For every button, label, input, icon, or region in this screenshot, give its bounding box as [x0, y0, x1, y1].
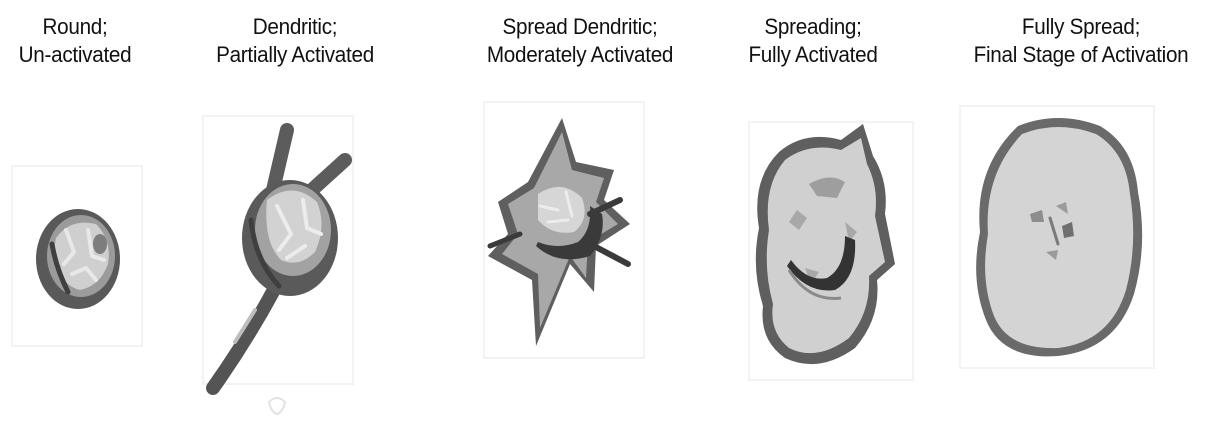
- fully-spread-platelet-illustration: [958, 104, 1158, 372]
- stage-dendritic-label-line2: Partially Activated: [192, 41, 399, 69]
- stage-fully-spread-label: Fully Spread; Final Stage of Activation: [958, 13, 1204, 69]
- stage-round-label-line1: Round;: [5, 13, 146, 41]
- spreading-platelet-illustration: [745, 118, 920, 384]
- stage-dendritic-label-line1: Dendritic;: [192, 13, 399, 41]
- spread-dendritic-platelet-illustration: [478, 96, 653, 366]
- stage-dendritic-label: Dendritic; Partially Activated: [192, 13, 399, 69]
- stage-fully-spread-label-line1: Fully Spread;: [958, 13, 1204, 41]
- stage-fully-spread-label-line2: Final Stage of Activation: [958, 41, 1204, 69]
- round-platelet-illustration: [8, 160, 148, 350]
- stage-spread-dendritic-label: Spread Dendritic; Moderately Activated: [472, 13, 688, 69]
- stage-spreading-label-line1: Spreading;: [724, 13, 903, 41]
- stage-spread-dendritic-label-line1: Spread Dendritic;: [472, 13, 688, 41]
- dendritic-platelet-illustration: [195, 110, 365, 420]
- stage-spreading-label-line2: Fully Activated: [724, 41, 903, 69]
- stage-spreading-label: Spreading; Fully Activated: [724, 13, 903, 69]
- stage-spread-dendritic-label-line2: Moderately Activated: [472, 41, 688, 69]
- stage-round-label-line2: Un-activated: [5, 41, 146, 69]
- stage-round-label: Round; Un-activated: [5, 13, 146, 69]
